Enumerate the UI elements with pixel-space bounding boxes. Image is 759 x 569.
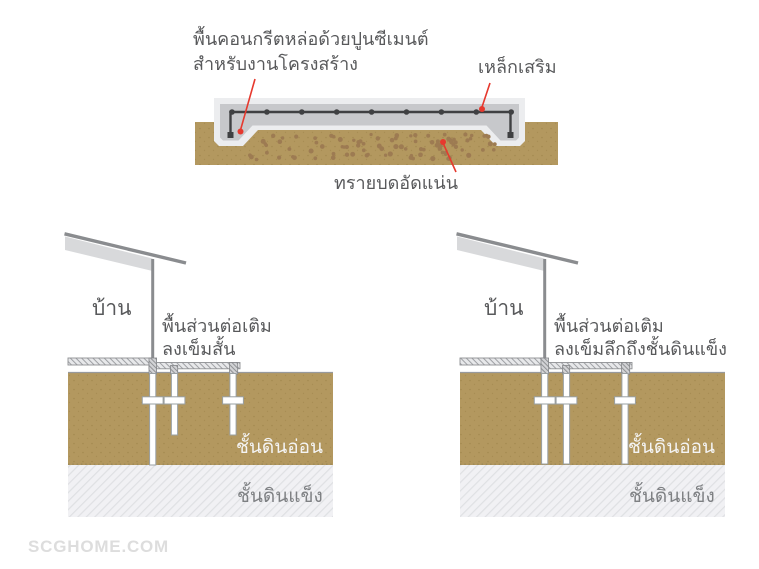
right-extension-label: พื้นส่วนต่อเติม ลงเข็มลึกถึงชั้นดินแข็ง — [554, 315, 727, 360]
right-extension-label-line1: พื้นส่วนต่อเติม — [554, 316, 664, 336]
slab-label-line2: สำหรับงานโครงสร้าง — [193, 54, 358, 74]
slab-label-line1: พื้นคอนกรีตหล่อด้วยปูนซีเมนต์ — [193, 29, 429, 49]
site-watermark: SCGHOME.COM — [28, 537, 170, 556]
right-soft-soil-label: ชั้นดินอ่อน — [628, 437, 716, 458]
left-extension-label-line2: ลงเข็มสั้น — [162, 338, 236, 359]
rebar-label: เหล็กเสริม — [478, 57, 557, 77]
right-house-label: บ้าน — [484, 297, 524, 320]
left-soft-soil-label: ชั้นดินอ่อน — [236, 437, 324, 458]
left-house-label: บ้าน — [92, 297, 132, 320]
slab-label: พื้นคอนกรีตหล่อด้วยปูนซีเมนต์ สำหรับงานโ… — [193, 27, 429, 77]
left-extension-label-line1: พื้นส่วนต่อเติม — [162, 316, 272, 336]
right-hard-soil-label: ชั้นดินแข็ง — [629, 486, 715, 507]
left-extension-label: พื้นส่วนต่อเติม ลงเข็มสั้น — [162, 315, 272, 360]
left-hard-soil-label: ชั้นดินแข็ง — [237, 486, 323, 507]
sand-label: ทรายบดอัดแน่น — [334, 173, 459, 193]
right-extension-label-line2: ลงเข็มลึกถึงชั้นดินแข็ง — [554, 338, 727, 359]
